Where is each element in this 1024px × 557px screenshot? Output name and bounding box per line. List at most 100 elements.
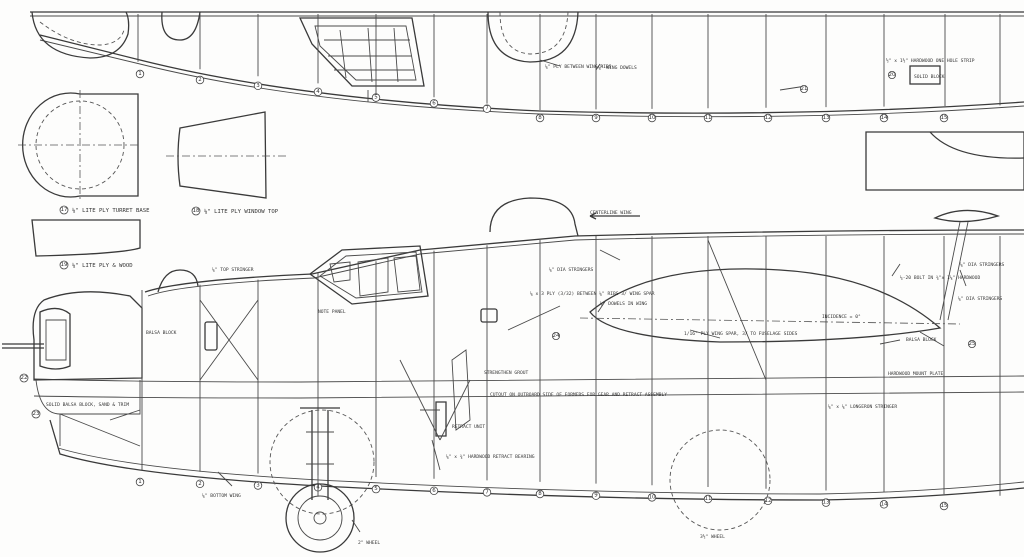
bubble-23: 23 <box>31 409 41 419</box>
bubble-top-20: 20 <box>888 71 897 80</box>
svg-text:5: 5 <box>374 95 378 101</box>
window-top-part <box>166 111 286 199</box>
longeron-stringer-note: ⅛" x ⅛" LONGERON STRINGER <box>828 403 897 410</box>
solid-block-nose-note: SOLID BALSA BLOCK, SAND & TRIM <box>46 402 129 408</box>
svg-text:12: 12 <box>765 115 772 121</box>
station-marker-top: 9 <box>591 113 601 123</box>
station-marker-top: 10 <box>647 113 657 123</box>
station-marker-top: 7 <box>482 104 492 113</box>
svg-text:8: 8 <box>538 115 542 121</box>
bubble-part-18: 18 <box>191 206 201 216</box>
bubble-part-19: 19 <box>59 260 69 270</box>
svg-text:8: 8 <box>538 491 542 497</box>
station-marker-top: 3 <box>253 81 263 90</box>
svg-text:9: 9 <box>594 493 598 499</box>
dowels-in-wing-note: ⅛" DOWELS IN WING <box>600 300 647 307</box>
turret-base-label: ⅛" LITE PLY TURRET BASE <box>72 207 150 214</box>
svg-text:13: 13 <box>823 115 830 121</box>
tail-turret <box>933 209 1001 223</box>
station-marker-top: 11 <box>703 113 713 123</box>
svg-text:6: 6 <box>432 488 436 494</box>
nose-turret <box>2 291 143 447</box>
hole-strip-note: ½" x 1½" HARDWOOD ONE HOLE STRIP <box>886 57 975 64</box>
dia-stringers-note-a: ⅛" DIA STRINGERS <box>549 266 593 273</box>
retract-bearing-note: ⅛" x ¾" HARDWOOD RETRACT BEARING <box>446 453 535 460</box>
top-fuselage-outline <box>30 11 1024 118</box>
station-marker-bottom: 6 <box>429 486 439 495</box>
bubble-24: 24 <box>552 331 561 340</box>
strengthen-note: STRENGTHEN GROUT <box>484 370 528 376</box>
side-bracing <box>199 239 767 381</box>
solid-block-box <box>909 65 941 85</box>
centerline-wing-note: CENTERLINE WING <box>590 210 632 216</box>
top-turret-dome <box>157 269 199 293</box>
station-marker-bottom: 14 <box>879 500 889 509</box>
side-fuselage-outline <box>33 229 1024 501</box>
top-stringer-note: ⅛" TOP STRINGER <box>212 266 254 273</box>
bubble-22: 22 <box>19 373 29 383</box>
top-formers <box>137 14 1001 110</box>
station-marker-bottom: 9 <box>591 491 601 500</box>
solid-block-note: SOLID BLOCK <box>914 74 945 80</box>
station-marker-bottom: 13 <box>821 498 831 507</box>
station-marker-bottom: 10 <box>647 493 657 502</box>
svg-text:18: 18 <box>193 208 200 214</box>
wing-dowels-note: ⅛" WING DOWELS <box>598 64 637 71</box>
svg-text:20: 20 <box>889 72 896 78</box>
svg-text:3: 3 <box>256 483 260 489</box>
tail-curve <box>929 131 1024 159</box>
svg-text:3: 3 <box>256 83 260 89</box>
svg-text:6: 6 <box>432 100 436 106</box>
station-marker-bottom: 2 <box>195 479 205 488</box>
balsa-block-note-b: BALSA BLOCK <box>906 337 937 343</box>
side-canopy <box>308 245 429 305</box>
station-marker-top: 1 <box>135 69 145 79</box>
centerline-arrow <box>589 212 640 220</box>
ply-between-ribs-note: ⅛ x 3 PLY (3/32) BETWEEN ⅛" RIBS 3/ WING… <box>530 290 655 297</box>
turret-base-part <box>18 90 140 200</box>
svg-text:12: 12 <box>765 498 772 504</box>
svg-text:15: 15 <box>941 115 948 121</box>
station-marker-bottom: 11 <box>703 494 713 504</box>
svg-text:2: 2 <box>198 77 202 83</box>
wing-spar-note: 1/16" PLY WING SPAR, 3/ TO FUSELAGE SIDE… <box>684 331 798 337</box>
station-marker-bottom: 12 <box>763 496 773 505</box>
station-marker-bottom: 3 <box>253 481 263 490</box>
station-marker-bottom: 15 <box>939 501 949 511</box>
svg-text:17: 17 <box>61 207 68 213</box>
svg-text:14: 14 <box>881 115 888 121</box>
side-hatch <box>480 308 498 323</box>
station-marker-top: 4 <box>313 87 323 96</box>
svg-text:2: 2 <box>198 481 202 487</box>
station-marker-top: 14 <box>879 113 889 123</box>
top-cockpit-frame <box>298 17 425 102</box>
station-marker-top: 12 <box>763 113 773 123</box>
incidence-note: INCIDENCE = 0° <box>822 314 861 320</box>
svg-text:13: 13 <box>823 500 830 506</box>
svg-text:21: 21 <box>801 86 808 92</box>
bubble-top-21: 21 <box>800 85 809 94</box>
bolt-note: ¼-20 BOLT IN ¾"x 1⅛" HARDWOOD <box>900 274 980 281</box>
station-marker-bottom: 1 <box>135 477 145 487</box>
svg-text:4: 4 <box>316 89 320 95</box>
wing-airfoil <box>589 268 942 343</box>
note-panel-note: NOTE PANEL <box>318 309 346 315</box>
bubble-25: 25 <box>968 339 977 348</box>
svg-text:11: 11 <box>705 496 712 502</box>
retract-unit-note: RETRACT UNIT <box>452 424 485 430</box>
svg-text:5: 5 <box>374 486 378 492</box>
svg-text:19: 19 <box>61 262 68 268</box>
station-marker-top: 5 <box>371 93 381 102</box>
balsa-block-note: BALSA BLOCK <box>146 330 177 336</box>
station-marker-bottom: 7 <box>482 488 492 497</box>
nose-wheel-note: 2" WHEEL <box>358 540 380 546</box>
landing-gear <box>269 349 771 553</box>
gear-cutout-note: CUTOUT ON OUTBOARD SIDE OF FORMERS FOR G… <box>490 392 667 398</box>
svg-text:1: 1 <box>138 479 142 485</box>
svg-text:7: 7 <box>485 106 489 112</box>
dia-stringers-note-c: ⅛" DIA STRINGERS <box>958 295 1002 302</box>
svg-text:9: 9 <box>594 115 598 121</box>
side-window-small <box>204 321 218 351</box>
